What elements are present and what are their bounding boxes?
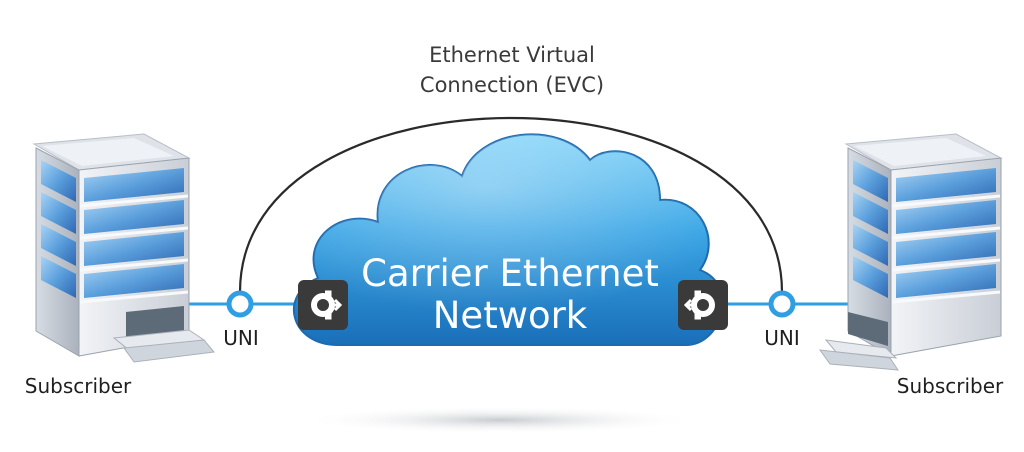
network-label-line1: Carrier Ethernet (361, 252, 659, 295)
subscriber-left-label: Subscriber (25, 374, 132, 398)
uni-right-node[interactable] (768, 290, 796, 318)
uni-left-label: UNI (223, 326, 259, 350)
carrier-ethernet-cloud (292, 133, 724, 346)
router-icon[interactable] (678, 280, 728, 330)
building-icon (32, 133, 215, 363)
evc-label-line2: Connection (EVC) (420, 73, 604, 97)
evc-label-line1: Ethernet Virtual (429, 43, 595, 67)
cloud-shadow (300, 406, 700, 434)
uni-right-label: UNI (764, 326, 800, 350)
evc-arc (238, 116, 784, 293)
subscriber-right-label: Subscriber (897, 374, 1004, 398)
network-label-line2: Network (433, 294, 588, 337)
router-icon[interactable] (298, 280, 348, 330)
building-icon (818, 133, 1003, 371)
uni-left-node[interactable] (226, 290, 254, 318)
